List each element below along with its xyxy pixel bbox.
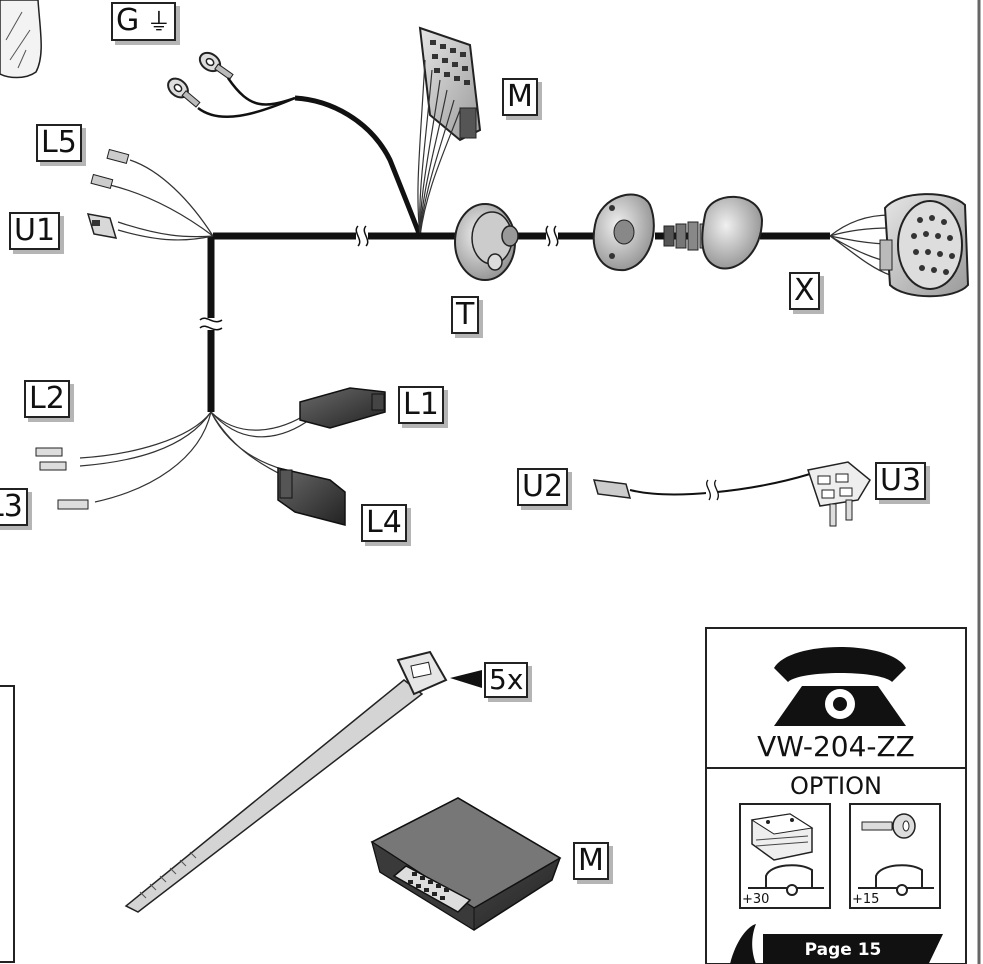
key-value: +15 bbox=[852, 892, 880, 907]
l4-connector bbox=[277, 467, 346, 526]
left-frame bbox=[0, 685, 15, 963]
label-g: G ⏚ bbox=[111, 2, 176, 41]
grommet-part bbox=[663, 195, 764, 270]
module-connector-top bbox=[418, 26, 482, 142]
option-title: OPTION bbox=[790, 772, 882, 800]
label-x: X bbox=[789, 272, 820, 310]
ground-terminals bbox=[167, 51, 296, 119]
battery-value: +30 bbox=[742, 892, 770, 907]
key-icon bbox=[861, 813, 916, 839]
l2-terminals bbox=[35, 447, 67, 471]
label-m-top: M bbox=[502, 78, 538, 116]
label-l3: L3 bbox=[0, 488, 28, 526]
label-t: T bbox=[451, 296, 480, 334]
branch-harness bbox=[199, 236, 223, 412]
ground-wire bbox=[294, 95, 423, 237]
cable-tie bbox=[124, 650, 482, 913]
label-l2: L2 bbox=[24, 380, 70, 418]
pointer-icon bbox=[730, 924, 756, 964]
label-u3: U3 bbox=[875, 462, 927, 500]
label-u2: U2 bbox=[517, 468, 569, 506]
bag-crease bbox=[5, 11, 31, 69]
battery-icon bbox=[750, 813, 814, 861]
module-wires bbox=[417, 59, 461, 237]
plug-x bbox=[829, 193, 970, 298]
label-g-text: G bbox=[116, 3, 140, 38]
bag-icon bbox=[0, 0, 42, 79]
module-box bbox=[370, 797, 562, 931]
label-l1: L1 bbox=[398, 386, 444, 424]
label-l5: L5 bbox=[36, 124, 82, 162]
l3-terminal bbox=[57, 499, 89, 510]
l5-terminals bbox=[90, 148, 214, 237]
label-l4: L4 bbox=[361, 504, 407, 542]
caravan-icon-b bbox=[858, 864, 934, 896]
caravan-icon-a bbox=[748, 864, 824, 896]
l1-connector bbox=[299, 387, 386, 429]
page-tab[interactable]: Page 15 bbox=[763, 934, 943, 964]
ground-icon: ⏚ bbox=[139, 8, 171, 36]
flange-part bbox=[592, 193, 655, 272]
lower-branch-wires bbox=[79, 411, 313, 503]
u1-plug bbox=[86, 213, 214, 241]
telephone-icon bbox=[774, 647, 906, 726]
label-count: 5x bbox=[484, 662, 529, 698]
u2-u3-cable bbox=[592, 461, 871, 527]
page-label: Page 15 bbox=[804, 940, 882, 960]
support-code: VW-204-ZZ bbox=[757, 730, 915, 763]
label-u1: U1 bbox=[9, 212, 61, 250]
socket-t bbox=[454, 203, 519, 281]
label-m-bottom: M bbox=[573, 842, 609, 880]
